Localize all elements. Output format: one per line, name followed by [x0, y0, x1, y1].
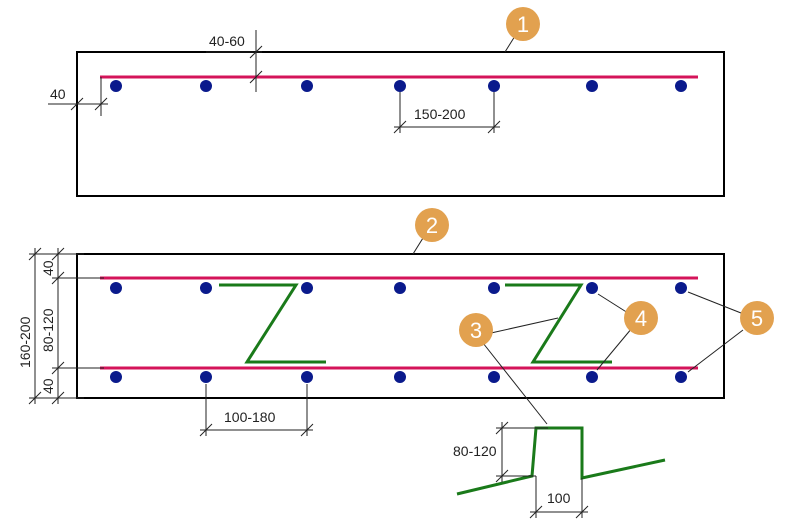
svg-text:1: 1	[517, 12, 529, 37]
badge-1: 1	[506, 7, 540, 41]
rebar-dot	[394, 371, 406, 383]
dim-thickness-label: 160-200	[17, 316, 33, 368]
dim-detail-height-label: 80-120	[453, 443, 497, 459]
rebar-dot	[488, 371, 500, 383]
rebar-dot	[110, 282, 122, 294]
support-bar-right	[505, 283, 612, 364]
rebar-dots-upper	[110, 282, 687, 294]
rebar-dot	[301, 80, 313, 92]
rebar-dot	[200, 282, 212, 294]
rebar-dots-top	[110, 80, 687, 92]
svg-text:3: 3	[470, 318, 482, 343]
rebar-dot	[586, 80, 598, 92]
rebar-dot	[394, 80, 406, 92]
dim-bar-spacing	[393, 92, 501, 134]
dim-detail-width-label: 100	[547, 490, 571, 506]
rebar-dot	[200, 80, 212, 92]
support-bar-profile	[456, 426, 666, 496]
rebar-dot	[675, 282, 687, 294]
rebar-dot	[200, 371, 212, 383]
rebar-dot	[110, 80, 122, 92]
svg-text:4: 4	[635, 306, 647, 331]
rebar-dot	[301, 282, 313, 294]
rebar-dots-lower	[110, 371, 687, 383]
dim-bar-spacing-label: 150-200	[414, 106, 466, 122]
svg-text:5: 5	[751, 306, 763, 331]
badge-2: 2	[415, 208, 449, 242]
dim-top-cover-label: 40-60	[209, 33, 245, 49]
rebar-dot	[110, 371, 122, 383]
svg-text:2: 2	[426, 213, 438, 238]
dim-top-layer-cover-label: 40	[40, 260, 56, 276]
rebar-dot	[394, 282, 406, 294]
slab-double-layer: 160-200 40 80-120 40 100-180	[17, 247, 725, 437]
slab-outline-bottom	[76, 253, 725, 399]
dim-detail	[495, 421, 589, 519]
rebar-dot	[586, 371, 598, 383]
dim-bottom-bar-spacing	[199, 384, 314, 437]
dim-side-cover	[48, 77, 108, 116]
leader-lines	[412, 35, 744, 425]
dim-bottom-bar-spacing-label: 100-180	[224, 409, 276, 425]
rebar-dot	[488, 80, 500, 92]
badge-5: 5	[740, 301, 774, 335]
dim-thickness	[28, 247, 104, 405]
rebar-dot	[675, 80, 687, 92]
badge-3: 3	[459, 313, 493, 347]
dim-side-cover-label: 40	[50, 86, 66, 102]
dim-bottom-layer-cover-label: 40	[40, 378, 56, 394]
rebar-dot	[675, 371, 687, 383]
rebar-dot	[488, 282, 500, 294]
support-bar-detail: 80-120 100	[453, 421, 666, 519]
dim-top-cover	[206, 30, 263, 92]
support-bar-left	[219, 283, 326, 364]
dim-inner-height-label: 80-120	[40, 308, 56, 352]
slab-outline-top	[76, 51, 725, 197]
rebar-dot	[586, 282, 598, 294]
badge-4: 4	[624, 301, 658, 335]
slab-single-layer: 40-60 40 150-200	[48, 30, 725, 197]
rebar-dot	[301, 371, 313, 383]
